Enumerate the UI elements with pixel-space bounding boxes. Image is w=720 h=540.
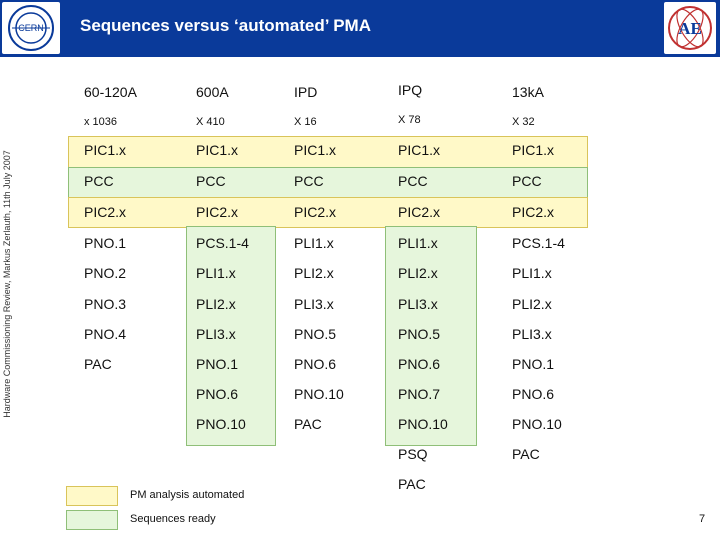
sequence-item: PLI3.x [398,296,438,312]
sequence-item: PLI2.x [294,265,334,281]
ae-logo: AE [664,2,716,54]
sequence-item: PNO.6 [512,386,555,402]
sequence-item: PLI3.x [294,296,334,312]
sequence-item: PCC [398,173,428,189]
rotated-footer-text: Hardware Commissioning Review, Markus Ze… [2,150,12,418]
sequences-band-600a [186,226,276,446]
sequence-item: PNO.6 [398,356,441,372]
sequence-item: PIC1.x [196,142,239,158]
legend-label-sequences: Sequences ready [130,513,216,525]
automated-band-row3 [68,197,588,228]
svg-text:AE: AE [678,19,702,38]
header-bar: CERN Sequences versus ‘automated’ PMA AE [0,0,720,57]
automated-band-row1 [68,136,588,169]
sequence-item: PNO.10 [512,416,562,432]
cern-logo: CERN [2,2,60,54]
column-count: X 32 [512,116,535,128]
sequence-item: PLI2.x [196,296,236,312]
column-count: X 410 [196,116,225,128]
sequence-item: PIC2.x [294,204,337,220]
sequence-item: PNO.1 [196,356,239,372]
sequence-item: PLI3.x [196,326,236,342]
legend-label-automated: PM analysis automated [130,489,245,501]
sequence-item: PLI1.x [196,265,236,281]
sequence-item: PLI1.x [294,235,334,251]
sequence-item: PCC [196,173,226,189]
sequence-item: PCS.1-4 [512,235,565,251]
sequence-item: PNO.5 [294,326,337,342]
sequence-item: PNO.10 [398,416,448,432]
sequence-item: PIC1.x [84,142,127,158]
sequence-item: PCC [294,173,324,189]
sequence-item: PCC [512,173,542,189]
sequences-band-ipq [385,226,477,446]
sequence-item: PNO.7 [398,386,441,402]
legend-swatch-automated [66,486,118,506]
sequence-item: PNO.1 [84,235,127,251]
sequence-item: PAC [398,476,426,492]
sequence-item: PIC2.x [196,204,239,220]
sequence-item: PSQ [398,446,428,462]
column-count: X 78 [398,114,421,126]
sequence-item: PNO.6 [294,356,337,372]
sequence-item: PNO.6 [196,386,239,402]
sequence-item: PAC [294,416,322,432]
column-header: 60-120A [84,84,137,100]
sequence-item: PIC1.x [398,142,441,158]
sequence-item: PAC [84,356,112,372]
sequence-item: PNO.3 [84,296,127,312]
sequence-item: PLI1.x [512,265,552,281]
sequence-item: PAC [512,446,540,462]
column-count: x 1036 [84,116,118,128]
sequence-item: PLI1.x [398,235,438,251]
sequence-item: PNO.4 [84,326,127,342]
sequence-item: PLI2.x [512,296,552,312]
sequence-item: PNO.10 [196,416,246,432]
sequence-item: PCS.1-4 [196,235,249,251]
slide-title: Sequences versus ‘automated’ PMA [80,16,371,35]
column-header: IPD [294,84,318,100]
column-header: 13kA [512,84,544,100]
sequence-item: PNO.1 [512,356,555,372]
sequence-item: PNO.2 [84,265,127,281]
column-header: 600A [196,84,229,100]
sequence-item: PIC1.x [512,142,555,158]
sequence-item: PCC [84,173,114,189]
sequence-item: PLI2.x [398,265,438,281]
sequence-item: PIC2.x [84,204,127,220]
page-number: 7 [699,513,706,525]
legend-swatch-sequences [66,510,118,530]
column-header: IPQ [398,82,423,98]
sequences-band-row2 [68,167,588,199]
svg-text:CERN: CERN [18,23,44,33]
column-count: X 16 [294,116,317,128]
sequence-item: PLI3.x [512,326,552,342]
sequence-item: PIC2.x [398,204,441,220]
sequence-item: PNO.10 [294,386,344,402]
sequence-item: PNO.5 [398,326,441,342]
sequence-item: PIC1.x [294,142,337,158]
sequence-item: PIC2.x [512,204,555,220]
